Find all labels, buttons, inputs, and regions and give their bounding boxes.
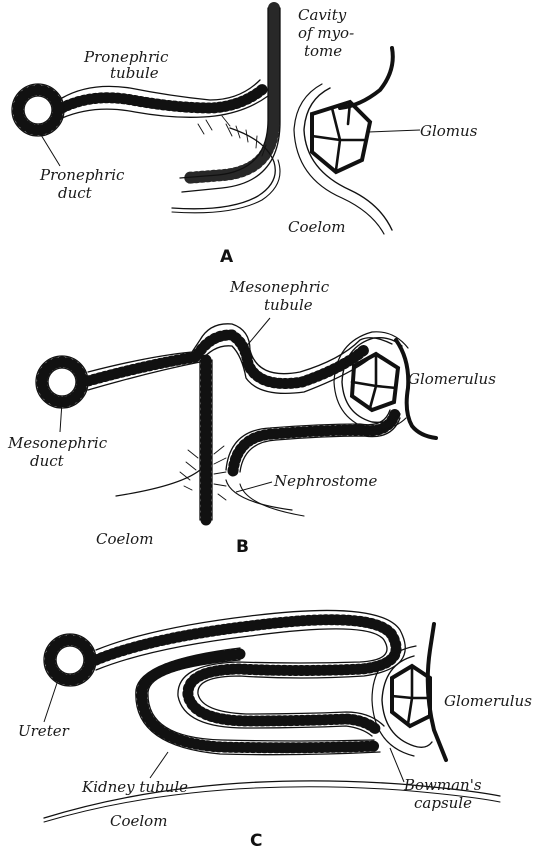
- label-ureter: Ureter: [18, 722, 70, 740]
- label-cavity-3: tome: [304, 42, 342, 60]
- label-mesonephric-tubule-2: tubule: [264, 296, 313, 314]
- caption-c: C: [250, 831, 262, 851]
- label-mesonephric-duct-1: Mesonephric: [7, 434, 108, 452]
- label-pronephric-duct-2: duct: [58, 184, 93, 202]
- label-pronephric-duct-1: Pronephric: [39, 166, 125, 184]
- label-mesonephric-duct-2: duct: [30, 452, 65, 470]
- label-coelom-c: Coelom: [110, 812, 167, 830]
- panel-a: A Pronephric tubule Pronephric duct Cavi…: [12, 6, 478, 267]
- label-nephrostome: Nephrostome: [273, 472, 377, 490]
- panel-b: B Mesonephric tubule Mesonephric duct Gl…: [7, 278, 496, 557]
- label-glomus: Glomus: [420, 122, 478, 140]
- label-coelom-a: Coelom: [288, 218, 345, 236]
- label-mesonephric-tubule-1: Mesonephric: [229, 278, 330, 296]
- label-cavity-2: of myo-: [298, 24, 354, 42]
- label-glomerulus-c: Glomerulus: [444, 692, 532, 710]
- label-kidney-tubule: Kidney tubule: [81, 778, 188, 796]
- label-pronephric-tubule-2: tubule: [110, 64, 159, 82]
- label-bowmans-capsule-2: capsule: [414, 794, 472, 812]
- label-cavity-1: Cavity: [298, 6, 347, 24]
- panel-c: C Ureter Kidney tubule Glomerulus Bowman…: [18, 610, 532, 851]
- caption-a: A: [220, 247, 234, 267]
- label-coelom-b: Coelom: [96, 530, 153, 548]
- label-glomerulus-b: Glomerulus: [408, 370, 496, 388]
- caption-b: B: [236, 537, 249, 557]
- label-bowmans-capsule-1: Bowman's: [403, 776, 482, 794]
